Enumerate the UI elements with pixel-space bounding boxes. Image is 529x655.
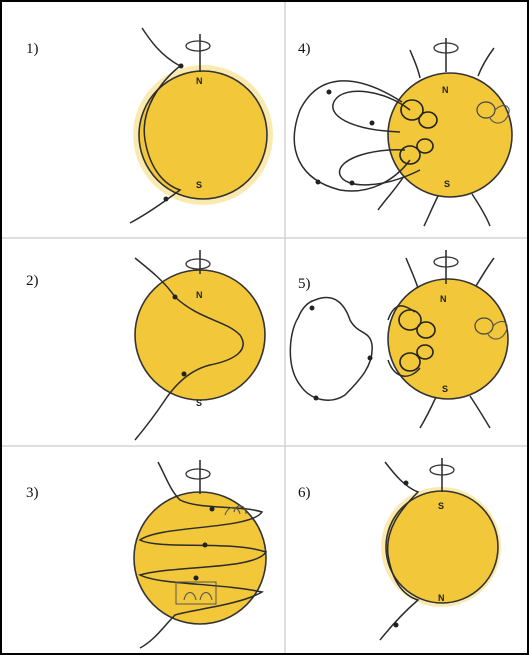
north-pole-label: N [440,294,447,304]
field-arrow [393,622,399,628]
rotation-arrow-icon [185,258,211,270]
field-arrow [181,371,187,377]
sun-disk [138,70,268,200]
field-arrow [315,179,321,185]
panel-2: 2) N S [26,250,266,441]
field-arrow [178,63,184,69]
field-loop [338,149,421,186]
spot-loop [418,111,438,129]
wound-field-line [137,461,268,649]
panel-3: 3) [26,460,268,649]
spot-loop [416,344,434,360]
panel-1: 1) N S [26,27,273,224]
open-field-line [477,47,495,77]
field-arrow [369,120,375,126]
sun-disk [387,278,509,400]
rotation-arrow-icon [433,42,459,54]
panel-3-label: 3) [26,485,39,501]
spot-loop [400,99,424,121]
reversed-field-line [379,461,420,641]
field-loop [332,90,411,133]
south-pole-label: S [442,384,448,394]
field-arrow [403,480,409,486]
spot-loop [399,145,421,165]
north-pole-label: N [442,85,449,95]
north-pole-label: N [196,290,203,300]
flux-loop [183,591,213,601]
spot-loop [398,309,422,331]
south-pole-label: S [196,180,202,190]
south-pole-label: S [444,179,450,189]
field-loop [387,305,416,321]
rotation-arrow-icon [185,468,211,480]
panel-5: 5) N S [289,250,509,429]
open-field-line [377,175,405,211]
panel-4-label: 4) [298,41,311,57]
north-pole-label: S [438,501,444,511]
panel-6: 6) S N [298,458,501,641]
field-arrow [367,355,373,361]
rotation-arrow-icon [429,464,455,476]
rotation-arrow-icon [433,256,459,268]
panel-2-label: 2) [26,273,39,289]
field-arrow [172,294,178,300]
spot-loop [399,352,421,372]
open-field-line [405,257,419,289]
south-pole-label: N [438,593,445,603]
small-loop [489,105,510,124]
panel-5-label: 5) [298,276,311,292]
large-field-loop [293,80,411,192]
panel-6-label: 6) [298,485,311,501]
open-field-line [475,257,495,287]
field-arrow [309,305,315,311]
open-field-line [409,49,421,79]
detached-field-loop [289,296,373,401]
field-arrow [326,89,332,95]
open-field-line [423,195,439,227]
field-arrow [193,575,199,581]
open-field-line [469,395,491,429]
north-pole-label: N [196,76,203,86]
field-arrow [202,542,208,548]
rotation-arrow-icon [185,40,211,52]
small-loop [487,321,508,340]
highlight-box [175,581,217,605]
open-field-line [471,193,491,227]
panel-4: 4) N S [293,38,513,227]
field-arrow [349,180,355,186]
spot-loop [416,138,434,154]
field-arrow [209,506,215,512]
sheared-field-line [134,257,244,441]
panel-1-label: 1) [26,41,39,57]
spot-loop [416,321,436,339]
field-arrow [313,395,319,401]
flux-loop [224,505,247,516]
field-arrow [163,196,169,202]
field-loop [387,359,421,377]
south-pole-label: S [196,398,202,408]
open-field-line [419,396,437,429]
